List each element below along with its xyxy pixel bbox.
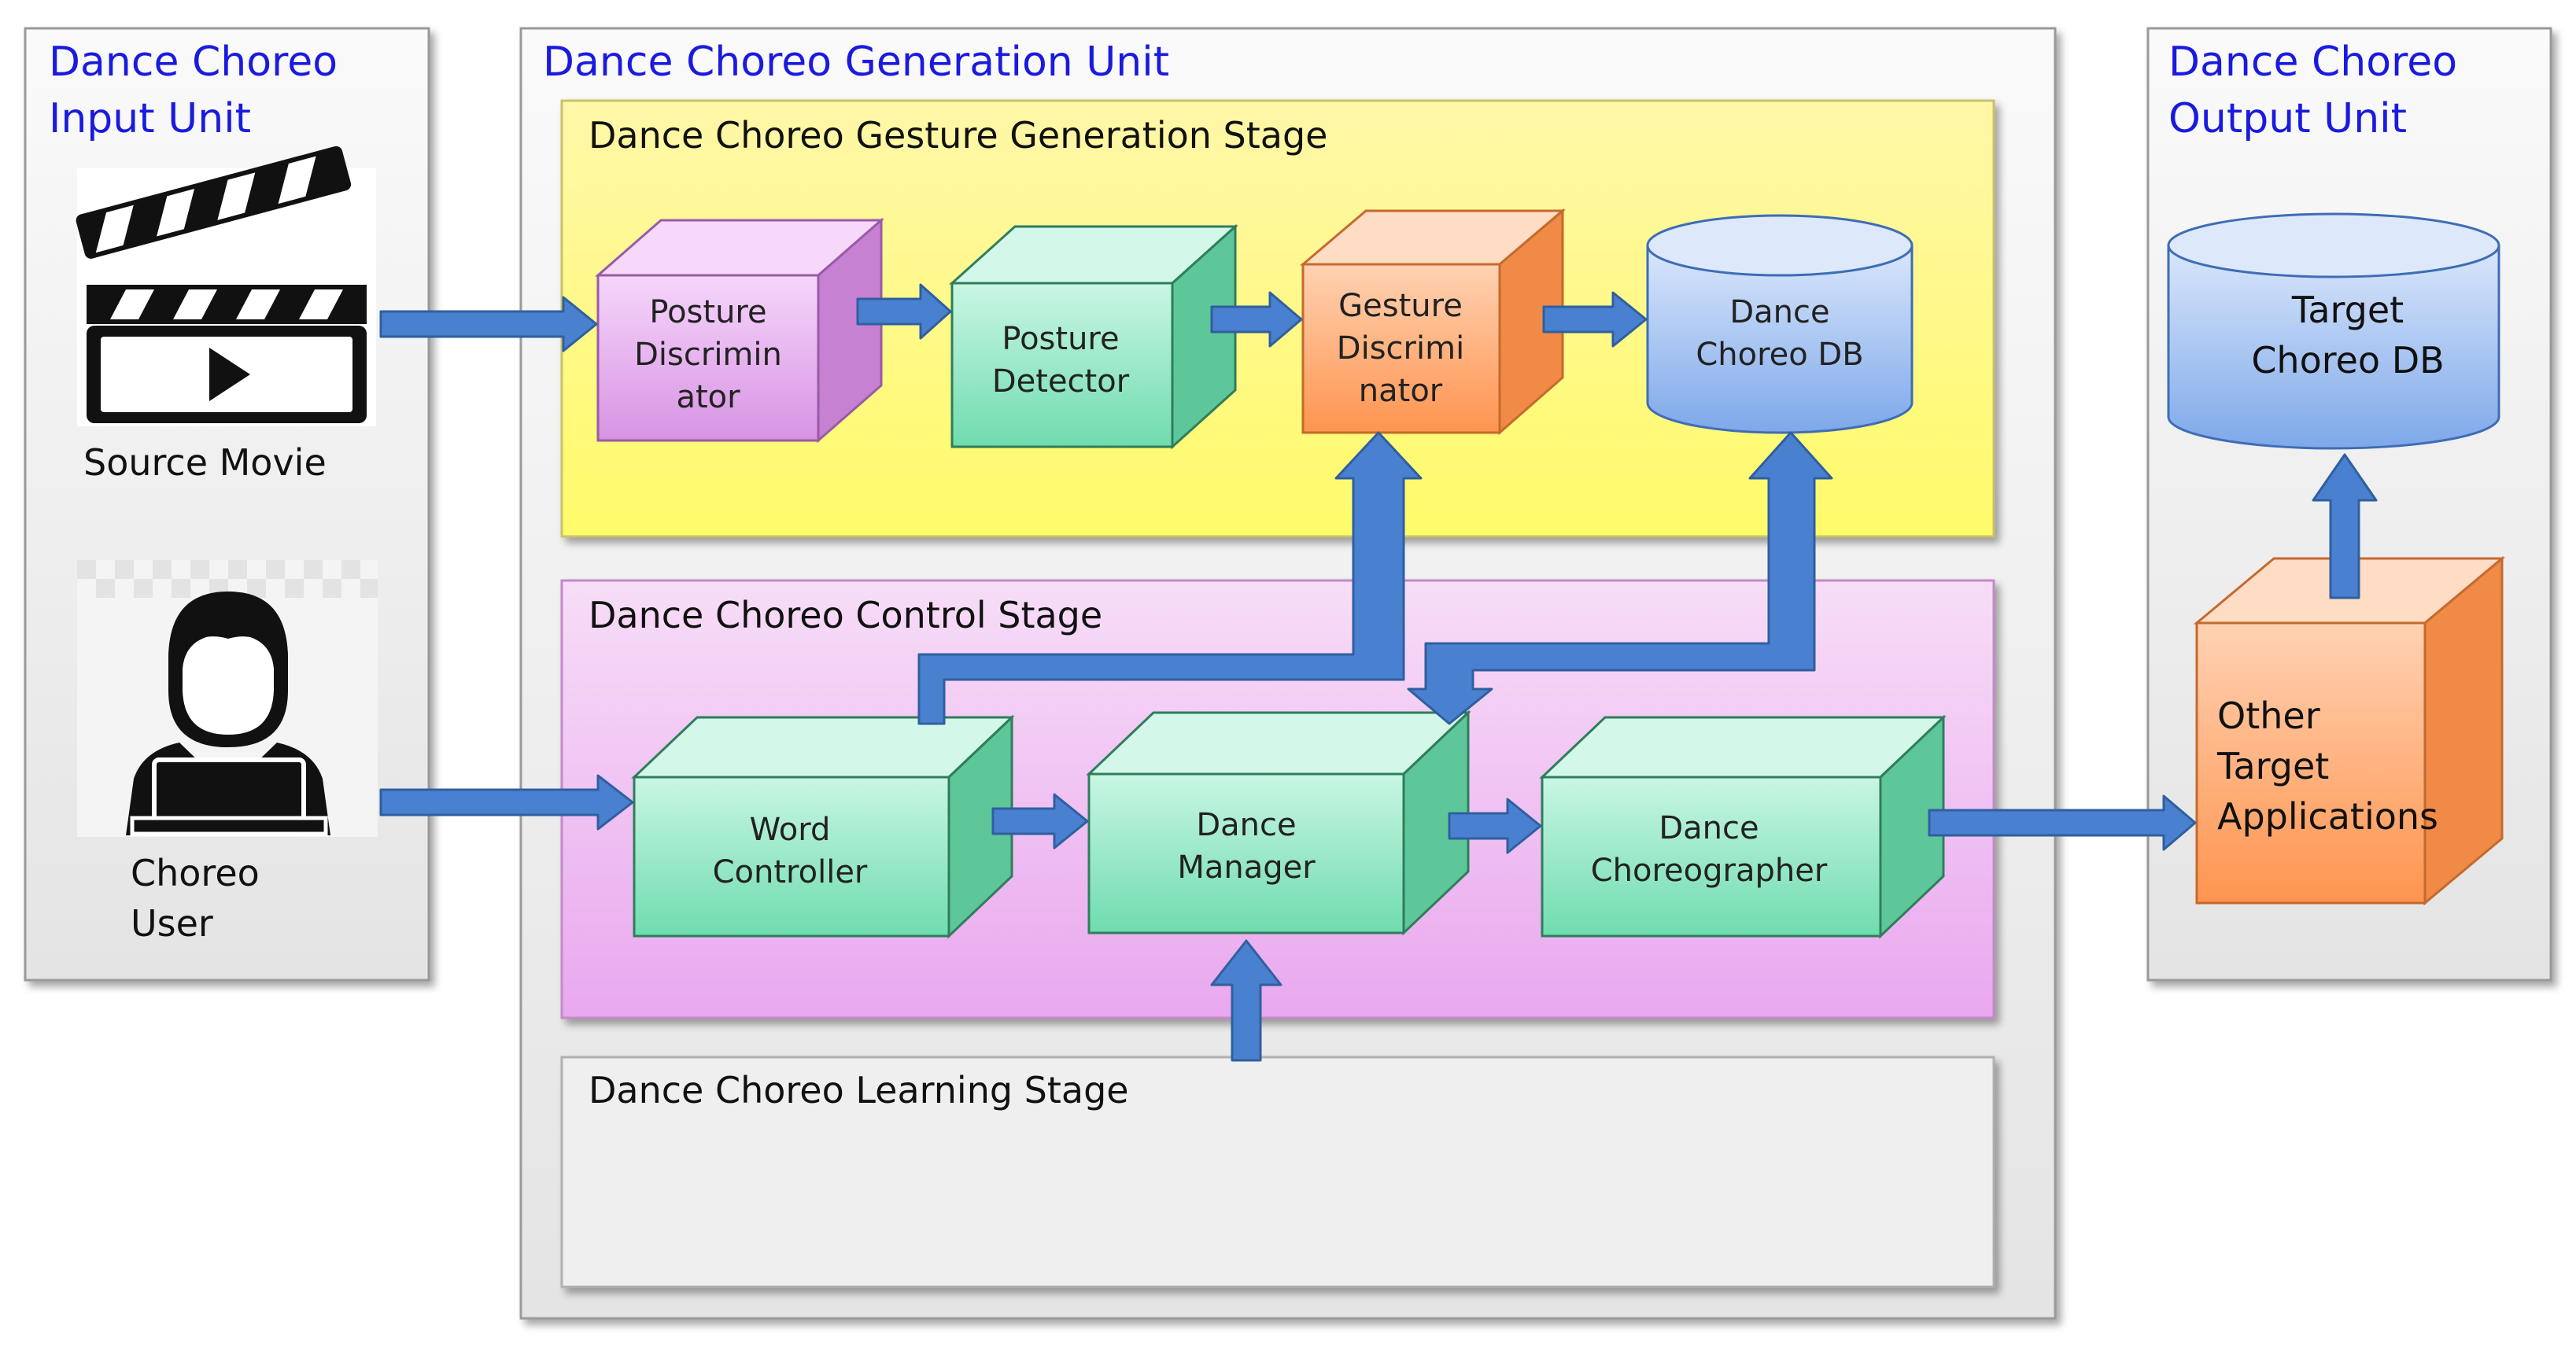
arrow-manager-to-choreographer [1448, 798, 1542, 854]
learning-stage-panel [560, 1056, 1995, 1288]
user-laptop-icon [77, 560, 378, 837]
arrow-applications-to-target-db [2312, 453, 2378, 599]
input-unit-title-2: Input Unit [49, 95, 251, 142]
dance-choreo-db-label-2: Choreo DB [1696, 337, 1863, 373]
arrow-learning-to-dance-manager [1210, 939, 1282, 1062]
other-target-applications-box: Other Target Applications [2193, 555, 2506, 906]
posture-detector-box: Posture Detector [949, 223, 1238, 450]
choreo-user-label-2: User [131, 902, 213, 945]
target-choreo-db-cylinder: Target Choreo DB [2167, 212, 2500, 450]
arrow-word-to-manager [991, 793, 1089, 850]
dance-choreo-db-cylinder: Dance Choreo DB [1646, 214, 1914, 434]
other-target-apps-label-3: Applications [2217, 795, 2438, 838]
posture-discriminator-label-2: Discrimin [634, 337, 782, 373]
gesture-discriminator-label-3: nator [1359, 373, 1443, 409]
other-target-apps-label-1: Other [2217, 695, 2320, 737]
arrow-db-to-dance-manager [1407, 431, 1833, 725]
gesture-discriminator-label-1: Gesture [1338, 288, 1463, 324]
arrow-discriminator-to-detector [856, 283, 952, 340]
output-unit-title: Dance Choreo [2168, 39, 2457, 86]
posture-detector-label-2: Detector [992, 363, 1130, 400]
posture-detector-label-1: Posture [1002, 321, 1119, 357]
arrow-source-to-posture-discriminator [379, 296, 598, 352]
other-target-apps-label-2: Target [2216, 745, 2329, 787]
dance-choreographer-label-1: Dance [1659, 810, 1759, 846]
generation-unit-title: Dance Choreo Generation Unit [543, 39, 1169, 86]
dance-choreographer-label-2: Choreographer [1591, 853, 1828, 889]
dance-manager-label-2: Manager [1177, 850, 1316, 886]
arrow-user-to-word-controller [379, 774, 634, 831]
word-controller-label-2: Controller [713, 854, 868, 890]
output-unit-title-2: Output Unit [2168, 95, 2407, 142]
arrow-word-controller-to-gesture-discriminator [917, 431, 1423, 725]
source-movie-label: Source Movie [83, 441, 327, 484]
gesture-discriminator-label-2: Discrimi [1337, 330, 1464, 367]
dance-manager-box: Dance Manager [1086, 710, 1471, 936]
arrow-gesture-to-db [1542, 291, 1648, 348]
posture-discriminator-box: Posture Discrimin ator [595, 217, 884, 444]
target-choreo-db-label-2: Choreo DB [2251, 339, 2444, 381]
clapperboard-icon [76, 146, 376, 426]
learning-stage-title: Dance Choreo Learning Stage [589, 1069, 1129, 1111]
posture-discriminator-label-1: Posture [649, 294, 766, 330]
dance-choreographer-box: Dance Choreographer [1539, 714, 1947, 939]
gesture-discriminator-box: Gesture Discrimi nator [1299, 208, 1567, 436]
arrow-choreographer-to-applications [1928, 794, 2197, 851]
gesture-generation-stage-title: Dance Choreo Gesture Generation Stage [589, 114, 1327, 157]
dance-manager-label-1: Dance [1196, 807, 1296, 843]
posture-discriminator-label-3: ator [676, 379, 740, 415]
word-controller-box: Word Controller [631, 714, 1015, 939]
control-stage-title: Dance Choreo Control Stage [589, 594, 1102, 636]
word-controller-label-1: Word [750, 812, 831, 848]
arrow-detector-to-gesture-discriminator [1210, 291, 1303, 348]
target-choreo-db-label-1: Target [2291, 289, 2404, 331]
input-unit-title: Dance Choreo [49, 39, 338, 86]
choreo-user-label: Choreo [131, 852, 260, 894]
dance-choreo-db-label-1: Dance [1729, 294, 1829, 330]
